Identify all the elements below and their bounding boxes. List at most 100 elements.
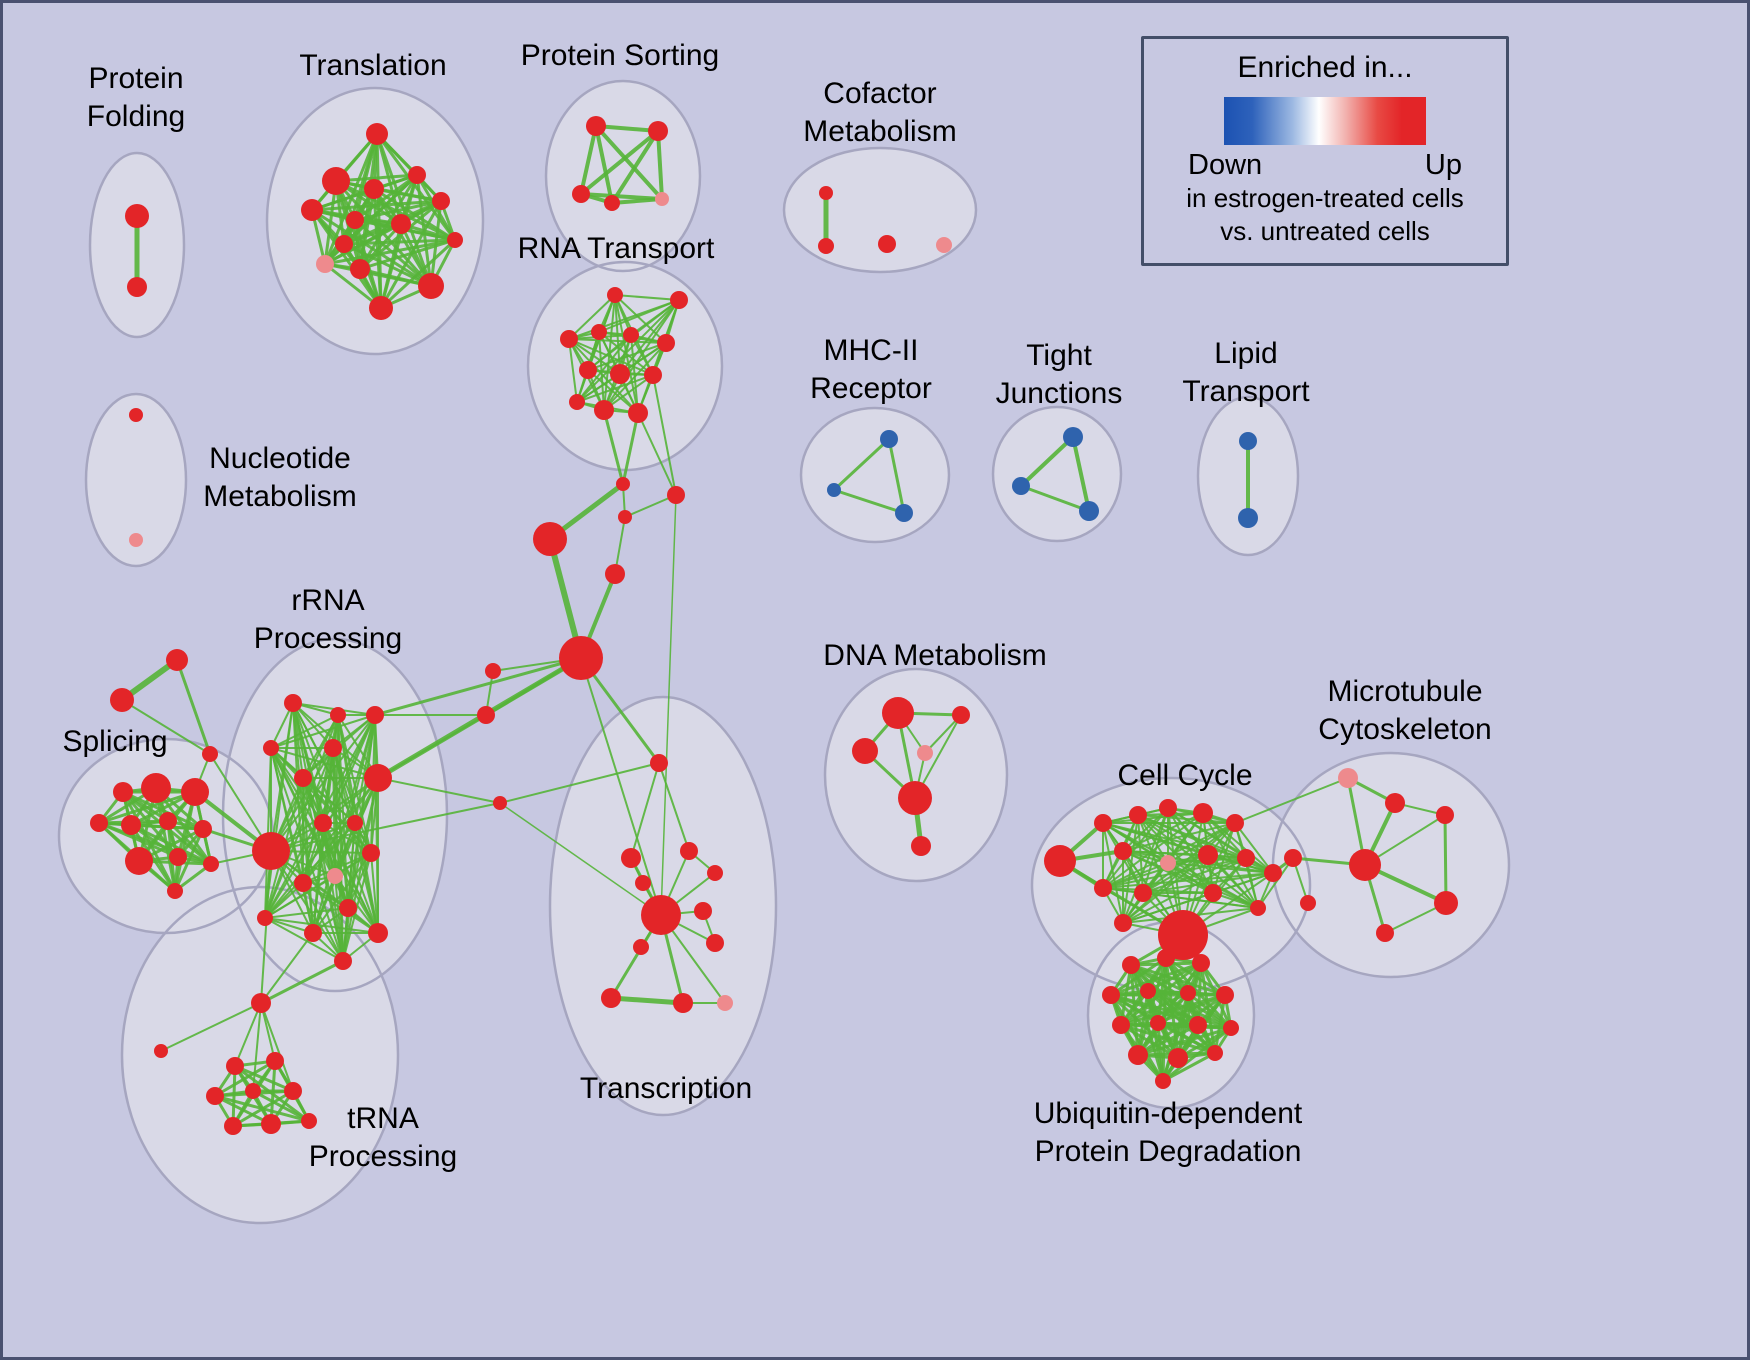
node-t9 xyxy=(316,255,334,273)
node-t5 xyxy=(408,166,426,184)
edge xyxy=(1202,812,1274,874)
node-t7 xyxy=(346,211,364,229)
edge xyxy=(1102,822,1124,924)
node-ps4 xyxy=(604,195,620,211)
node-hubF xyxy=(559,636,603,680)
node-r4 xyxy=(263,740,279,756)
edge xyxy=(1136,1023,1200,1057)
node-r15 xyxy=(368,923,388,943)
node-cc14 xyxy=(1204,884,1222,902)
edge xyxy=(587,334,632,371)
edge xyxy=(1137,814,1169,864)
edge xyxy=(260,1002,294,1092)
node-s7 xyxy=(194,820,212,838)
edge xyxy=(1156,1021,1165,1083)
edge xyxy=(594,124,614,205)
edge xyxy=(660,494,677,916)
node-g2 xyxy=(477,706,495,724)
node-rhub xyxy=(252,832,290,870)
node-x9 xyxy=(633,939,649,955)
node-s9 xyxy=(169,848,187,866)
node-x3 xyxy=(621,848,641,868)
cluster-label-translation: Translation xyxy=(299,49,446,82)
edge xyxy=(302,777,314,934)
edge xyxy=(658,762,690,852)
edge xyxy=(1102,812,1204,824)
node-cc6 xyxy=(1226,814,1244,832)
edge xyxy=(213,1059,277,1098)
node-c1 xyxy=(616,477,630,491)
edge xyxy=(624,494,677,518)
node-t10 xyxy=(350,259,370,279)
edge xyxy=(1019,435,1075,488)
node-s1 xyxy=(113,782,133,802)
edge xyxy=(1234,822,1274,874)
cluster-label-transcription: Transcription xyxy=(580,1072,752,1105)
node-nm2 xyxy=(129,533,143,547)
edge xyxy=(652,374,677,496)
edge xyxy=(1119,993,1227,1027)
node-r14 xyxy=(304,924,322,942)
node-mc3 xyxy=(1436,806,1454,824)
node-cm1 xyxy=(819,186,833,200)
cluster-outline-cofactor-metabolism xyxy=(782,146,978,274)
edge xyxy=(579,124,598,196)
node-u3 xyxy=(1192,954,1210,972)
edge xyxy=(354,822,379,934)
node-cc1 xyxy=(1044,845,1076,877)
node-d1 xyxy=(882,697,914,729)
node-mc5 xyxy=(1349,849,1381,881)
node-t13 xyxy=(335,235,353,253)
node-x7 xyxy=(694,902,712,920)
node-cm3 xyxy=(878,235,896,253)
node-st3 xyxy=(202,746,218,762)
edge xyxy=(887,437,906,515)
node-u14 xyxy=(1207,1045,1223,1061)
cluster-label-rna-transport: RNA Transport xyxy=(518,232,715,265)
edge xyxy=(1109,956,1168,997)
cluster-outline-tight-junctions xyxy=(991,405,1123,543)
edge xyxy=(594,124,664,201)
edge xyxy=(608,995,686,1006)
node-tp4 xyxy=(245,1083,261,1099)
node-x12 xyxy=(717,995,733,1011)
node-r5 xyxy=(324,739,342,757)
edge xyxy=(1102,854,1209,889)
edge xyxy=(576,374,654,403)
node-st2 xyxy=(110,688,134,712)
edge xyxy=(121,699,211,755)
edge xyxy=(499,762,660,804)
node-s3 xyxy=(181,778,209,806)
edge xyxy=(353,199,443,222)
node-r16 xyxy=(334,952,352,970)
edge xyxy=(832,488,906,515)
edge xyxy=(1102,812,1204,889)
legend-up-label: Up xyxy=(1424,149,1462,181)
edge xyxy=(379,238,457,310)
node-mc2 xyxy=(1385,793,1405,813)
edge xyxy=(1213,993,1227,1055)
edge xyxy=(594,124,660,133)
edge xyxy=(610,129,660,205)
edge xyxy=(1443,813,1448,905)
cluster-outline-protein-sorting xyxy=(544,79,702,273)
edge xyxy=(603,342,667,411)
node-cc7 xyxy=(1114,842,1132,860)
node-x10 xyxy=(601,988,621,1008)
node-r6 xyxy=(364,764,392,792)
node-rt12 xyxy=(569,394,585,410)
node-d5 xyxy=(898,781,932,815)
cluster-outline-nucleotide-metabolism xyxy=(84,392,188,568)
node-tp8 xyxy=(301,1113,317,1129)
edge xyxy=(1122,822,1236,852)
edge xyxy=(1071,435,1091,513)
edge xyxy=(375,132,457,242)
node-x11 xyxy=(673,993,693,1013)
node-mc4 xyxy=(1284,849,1302,867)
legend-gradient-bar xyxy=(1224,97,1426,145)
